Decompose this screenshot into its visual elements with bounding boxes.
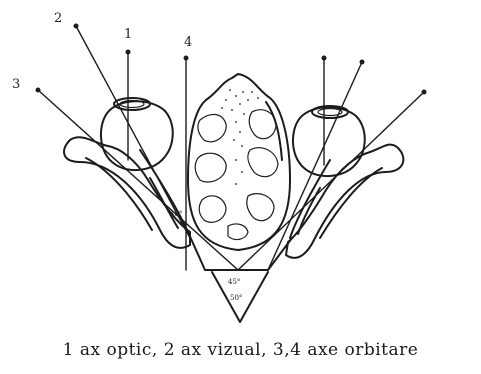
label-2: 2 [54, 11, 62, 26]
label-3: 3 [12, 77, 20, 92]
left-eyeball [101, 98, 173, 170]
right-eyeball [293, 106, 365, 176]
axis-lines [36, 24, 427, 271]
label-1: 1 [124, 27, 132, 42]
axis-3-orbital [38, 90, 238, 270]
central-nasal-body [188, 74, 290, 250]
label-4: 4 [184, 35, 192, 50]
angle-left-label: 45° [170, 210, 182, 218]
angle-lower-label: 50° [230, 294, 242, 302]
figure-caption: 1 ax optic, 2 ax vizual, 3,4 axe orbitar… [0, 340, 481, 360]
angle-small-label: 45° [228, 278, 240, 286]
